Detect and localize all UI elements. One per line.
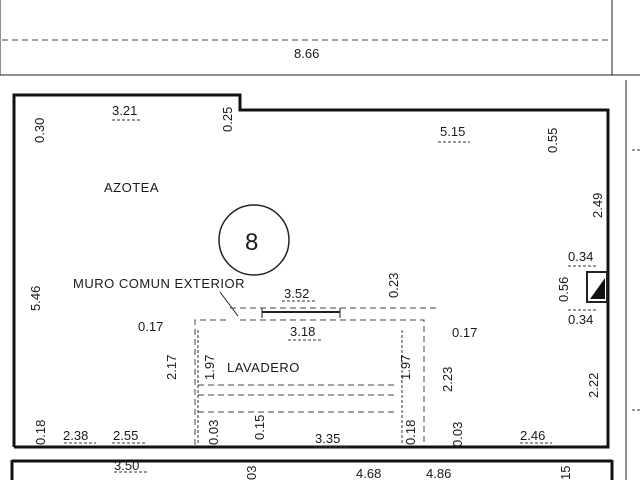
dim-546: 5.46 — [28, 286, 43, 311]
dim-238: 2.38 — [63, 428, 88, 443]
dim-246: 2.46 — [520, 428, 545, 443]
dim-352: 3.52 — [284, 286, 309, 301]
dim-034-bottom: 0.34 — [568, 312, 593, 327]
dim-335: 3.35 — [315, 431, 340, 446]
unit-number: 8 — [245, 229, 258, 256]
lavadero-wall-left — [194, 319, 230, 445]
dim-056: 0.56 — [556, 277, 571, 302]
dim-223: 2.23 — [440, 367, 455, 392]
dim-017-right: 0.17 — [452, 325, 477, 340]
dim-318: 3.18 — [290, 324, 315, 339]
wall-label-muro: MURO COMUN EXTERIOR — [73, 276, 245, 291]
dim-486: 4.86 — [426, 466, 451, 480]
dim-15: 15 — [558, 466, 573, 480]
dim-018-left: 0.18 — [33, 420, 48, 445]
dim-003-right: 0.03 — [450, 422, 465, 447]
dim-515: 5.15 — [440, 124, 465, 139]
dim-468: 4.68 — [356, 466, 381, 480]
outer-wall — [12, 93, 610, 449]
dim-222: 2.22 — [586, 373, 601, 398]
shaft-box — [586, 271, 608, 303]
dim-197-right: 1.97 — [398, 355, 413, 380]
dim-003-bottom: 03 — [244, 466, 259, 480]
dim-197-left: 1.97 — [202, 355, 217, 380]
dim-018-right: 0.18 — [403, 420, 418, 445]
dim-034-top: 0.34 — [568, 249, 593, 264]
dim-321: 3.21 — [112, 103, 137, 118]
dim-249: 2.49 — [590, 193, 605, 218]
room-label-lavadero: LAVADERO — [227, 360, 300, 375]
dim-003-left: 0.03 — [206, 420, 221, 445]
dim-350: 3.50 — [114, 458, 139, 473]
leader-line — [219, 291, 239, 317]
dim-217: 2.17 — [164, 355, 179, 380]
dim-030: 0.30 — [32, 118, 47, 143]
dim-025: 0.25 — [220, 107, 235, 132]
room-label-azotea: AZOTEA — [104, 180, 159, 195]
dim-017-left: 0.17 — [138, 319, 163, 334]
dim-top-total: 8.66 — [294, 46, 319, 61]
dim-055: 0.55 — [545, 128, 560, 153]
dim-255: 2.55 — [113, 428, 138, 443]
dim-015: 0.15 — [252, 415, 267, 440]
unit-number-circle — [218, 204, 290, 276]
dim-023: 0.23 — [386, 273, 401, 298]
lavadero-wall-right — [240, 319, 425, 445]
shaft-fill — [590, 278, 605, 299]
